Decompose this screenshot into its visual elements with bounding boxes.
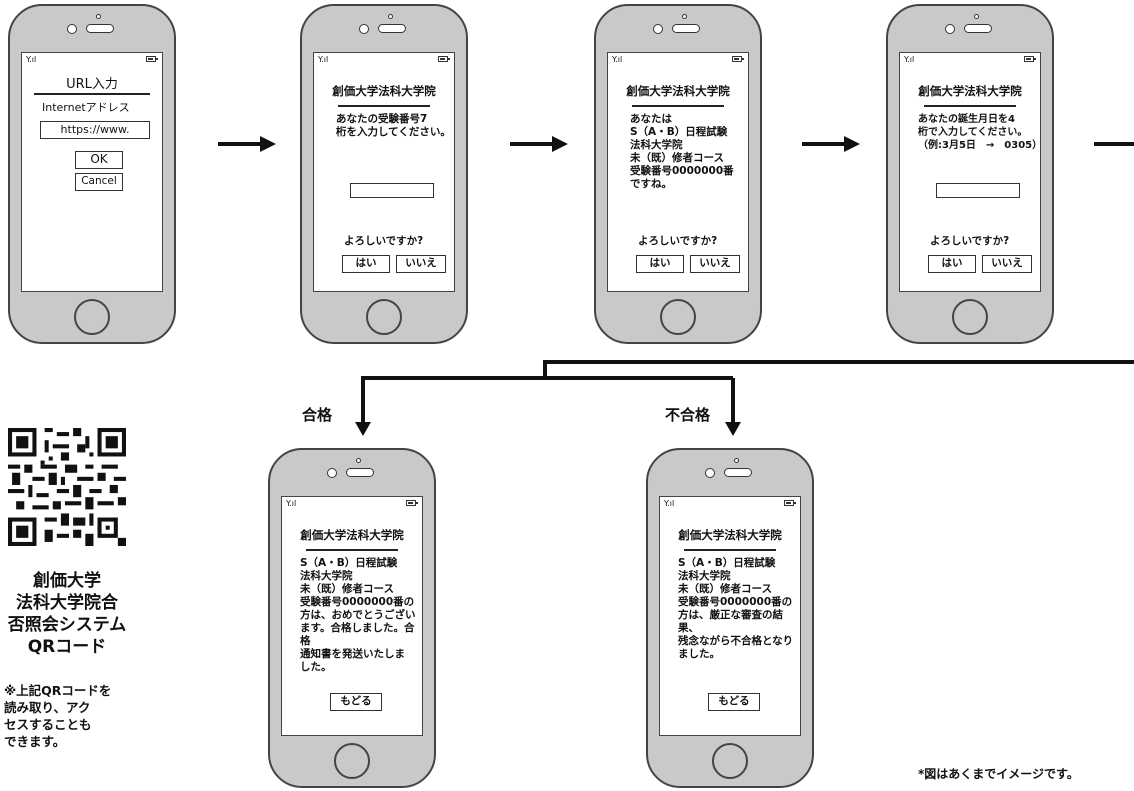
camera-icon	[705, 468, 715, 478]
confirm-text: よろしいですか?	[344, 235, 424, 247]
phone-url-input: Y.ıl URL入力 Internetアドレス https://www. OK …	[8, 4, 176, 344]
yes-button[interactable]: はい	[636, 255, 684, 273]
title-rule	[338, 105, 430, 107]
url-input[interactable]: https://www.	[40, 121, 150, 139]
qr-code-icon	[8, 428, 126, 546]
phone-exam-number: Y.ıl 創価大学法科大学院 あなたの受験番号7 桁を入力してください。 よろし…	[300, 4, 468, 344]
screen-text: あなたの誕生月日を4 桁で入力してください。 （例:3月5日 → 0305）	[918, 114, 1041, 151]
fail-label: 不合格	[665, 406, 711, 424]
no-button[interactable]: いいえ	[396, 255, 446, 273]
camera-icon	[67, 24, 77, 34]
screen-title: 創価大学法科大学院	[918, 84, 1022, 98]
battery-icon	[784, 500, 796, 506]
result-text: S（A・B）日程試験 法科大学院 未（既）修者コース 受験番号0000000番の…	[678, 557, 794, 660]
title-rule	[684, 549, 776, 551]
battery-icon	[146, 56, 158, 62]
yes-button[interactable]: はい	[928, 255, 976, 273]
back-button[interactable]: もどる	[330, 693, 382, 711]
title-rule	[34, 93, 150, 95]
ok-button[interactable]: OK	[75, 151, 123, 169]
signal-icon: Y.ıl	[904, 55, 915, 64]
screen-title: 創価大学法科大学院	[678, 528, 782, 542]
no-button[interactable]: いいえ	[982, 255, 1032, 273]
phone-fail-result: Y.ıl 創価大学法科大学院 S（A・B）日程試験 法科大学院 未（既）修者コー…	[646, 448, 814, 788]
screen-text: あなたは S（A・B）日程試験 法科大学院 未（既）修者コース 受験番号0000…	[630, 113, 734, 190]
result-text: S（A・B）日程試験 法科大学院 未（既）修者コース 受験番号0000000番の…	[300, 557, 416, 673]
signal-icon: Y.ıl	[318, 55, 329, 64]
camera-icon	[359, 24, 369, 34]
flow-arrow	[1094, 142, 1134, 146]
home-button	[366, 299, 402, 335]
sensor-dot	[388, 14, 393, 19]
battery-icon	[732, 56, 744, 62]
home-button	[334, 743, 370, 779]
back-button[interactable]: もどる	[708, 693, 760, 711]
screen-title: 創価大学法科大学院	[332, 84, 436, 98]
branch-connector	[355, 360, 1134, 436]
speaker-icon	[346, 468, 374, 477]
battery-icon	[1024, 56, 1036, 62]
phone-pass-result: Y.ıl 創価大学法科大学院 S（A・B）日程試験 法科大学院 未（既）修者コー…	[268, 448, 436, 788]
sensor-dot	[356, 458, 361, 463]
flow-arrow	[218, 136, 276, 152]
cancel-button[interactable]: Cancel	[75, 173, 123, 191]
screen-title: URL入力	[66, 77, 118, 92]
pass-label: 合格	[302, 406, 333, 424]
battery-icon	[438, 56, 450, 62]
signal-icon: Y.ıl	[612, 55, 623, 64]
sensor-dot	[734, 458, 739, 463]
exam-number-input[interactable]	[350, 183, 434, 198]
confirm-text: よろしいですか?	[930, 235, 1010, 247]
phone-screen: Y.ıl URL入力 Internetアドレス https://www. OK …	[21, 52, 163, 292]
signal-icon: Y.ıl	[26, 55, 37, 64]
title-rule	[306, 549, 398, 551]
phone-screen: Y.ıl 創価大学法科大学院 あなたの受験番号7 桁を入力してください。 よろし…	[313, 52, 455, 292]
speaker-icon	[378, 24, 406, 33]
speaker-icon	[672, 24, 700, 33]
sensor-dot	[682, 14, 687, 19]
title-rule	[924, 105, 1016, 107]
phone-screen: Y.ıl 創価大学法科大学院 あなたは S（A・B）日程試験 法科大学院 未（既…	[607, 52, 749, 292]
sensor-dot	[96, 14, 101, 19]
address-label: Internetアドレス	[42, 101, 130, 114]
camera-icon	[945, 24, 955, 34]
screen-title: 創価大学法科大学院	[626, 84, 730, 98]
home-button	[660, 299, 696, 335]
phone-confirm-details: Y.ıl 創価大学法科大学院 あなたは S（A・B）日程試験 法科大学院 未（既…	[594, 4, 762, 344]
sensor-dot	[974, 14, 979, 19]
flow-arrow	[802, 136, 860, 152]
qr-caption: 創価大学 法科大学院合 否照会システム QRコード	[7, 571, 127, 657]
no-button[interactable]: いいえ	[690, 255, 740, 273]
phone-screen: Y.ıl 創価大学法科大学院 S（A・B）日程試験 法科大学院 未（既）修者コー…	[659, 496, 801, 736]
flow-arrow	[510, 136, 568, 152]
speaker-icon	[724, 468, 752, 477]
screen-text: あなたの受験番号7 桁を入力してください。	[336, 113, 451, 138]
yes-button[interactable]: はい	[342, 255, 390, 273]
camera-icon	[327, 468, 337, 478]
title-rule	[632, 105, 724, 107]
phone-screen: Y.ıl 創価大学法科大学院 S（A・B）日程試験 法科大学院 未（既）修者コー…	[281, 496, 423, 736]
phone-birthday: Y.ıl 創価大学法科大学院 あなたの誕生月日を4 桁で入力してください。 （例…	[886, 4, 1054, 344]
battery-icon	[406, 500, 418, 506]
qr-note: ※上記QRコードを 読み取り、アク セスすることも できます。	[4, 683, 112, 749]
signal-icon: Y.ıl	[286, 499, 297, 508]
footnote: *図はあくまでイメージです。	[918, 767, 1079, 781]
speaker-icon	[964, 24, 992, 33]
home-button	[74, 299, 110, 335]
birthday-input[interactable]	[936, 183, 1020, 198]
camera-icon	[653, 24, 663, 34]
signal-icon: Y.ıl	[664, 499, 675, 508]
phone-screen: Y.ıl 創価大学法科大学院 あなたの誕生月日を4 桁で入力してください。 （例…	[899, 52, 1041, 292]
home-button	[712, 743, 748, 779]
screen-title: 創価大学法科大学院	[300, 528, 404, 542]
speaker-icon	[86, 24, 114, 33]
confirm-text: よろしいですか?	[638, 235, 718, 247]
home-button	[952, 299, 988, 335]
